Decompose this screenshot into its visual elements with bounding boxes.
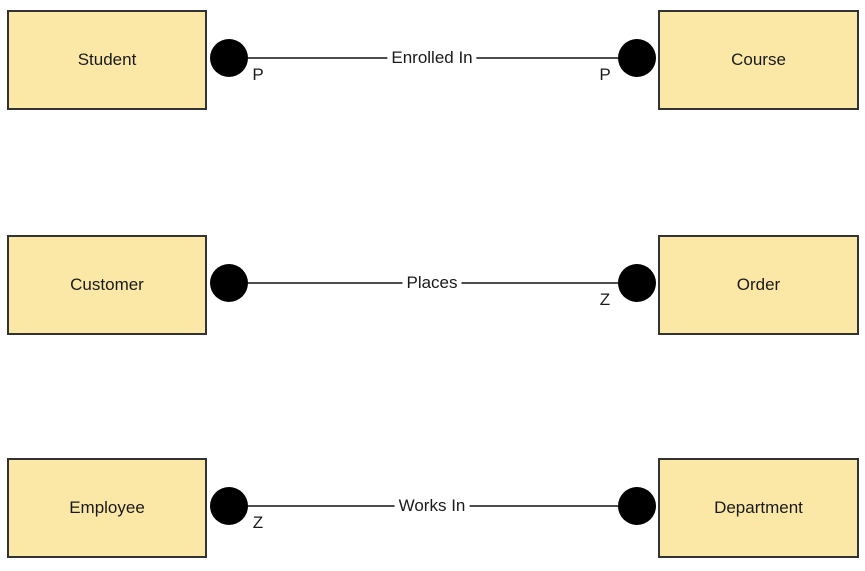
entity-label-course: Course: [731, 50, 786, 69]
relationship-label-enrolled-in: Enrolled In: [387, 48, 477, 68]
entity-order[interactable]: Order: [658, 235, 859, 335]
relationship-label-places: Places: [402, 273, 462, 293]
entity-label-customer: Customer: [70, 275, 144, 294]
entity-course[interactable]: Course: [658, 10, 859, 110]
relationship-row-enrolled-in: Student Enrolled In P P Course: [0, 10, 865, 110]
entity-label-department: Department: [714, 498, 803, 517]
filled-circle-marker-right[interactable]: [618, 264, 656, 302]
relationship-row-places: Customer Places Z Order: [0, 235, 865, 335]
entity-label-order: Order: [736, 275, 781, 294]
entity-label-employee: Employee: [69, 498, 145, 517]
cardinality-label-left: P: [252, 65, 264, 84]
entity-label-student: Student: [77, 50, 137, 69]
filled-circle-marker-left[interactable]: [210, 39, 248, 77]
entity-employee[interactable]: Employee: [7, 458, 207, 558]
filled-circle-marker-right[interactable]: [618, 487, 656, 525]
relationship-label-works-in: Works In: [394, 496, 470, 516]
filled-circle-marker-left[interactable]: [210, 487, 248, 525]
entity-department[interactable]: Department: [658, 458, 859, 558]
cardinality-label-right: Z: [599, 290, 611, 309]
relationship-row-works-in: Employee Works In Z Department: [0, 458, 865, 558]
cardinality-label-left: Z: [252, 513, 264, 532]
entity-student[interactable]: Student: [7, 10, 207, 110]
filled-circle-marker-right[interactable]: [618, 39, 656, 77]
entity-customer[interactable]: Customer: [7, 235, 207, 335]
filled-circle-marker-left[interactable]: [210, 264, 248, 302]
cardinality-label-right: P: [599, 65, 611, 84]
